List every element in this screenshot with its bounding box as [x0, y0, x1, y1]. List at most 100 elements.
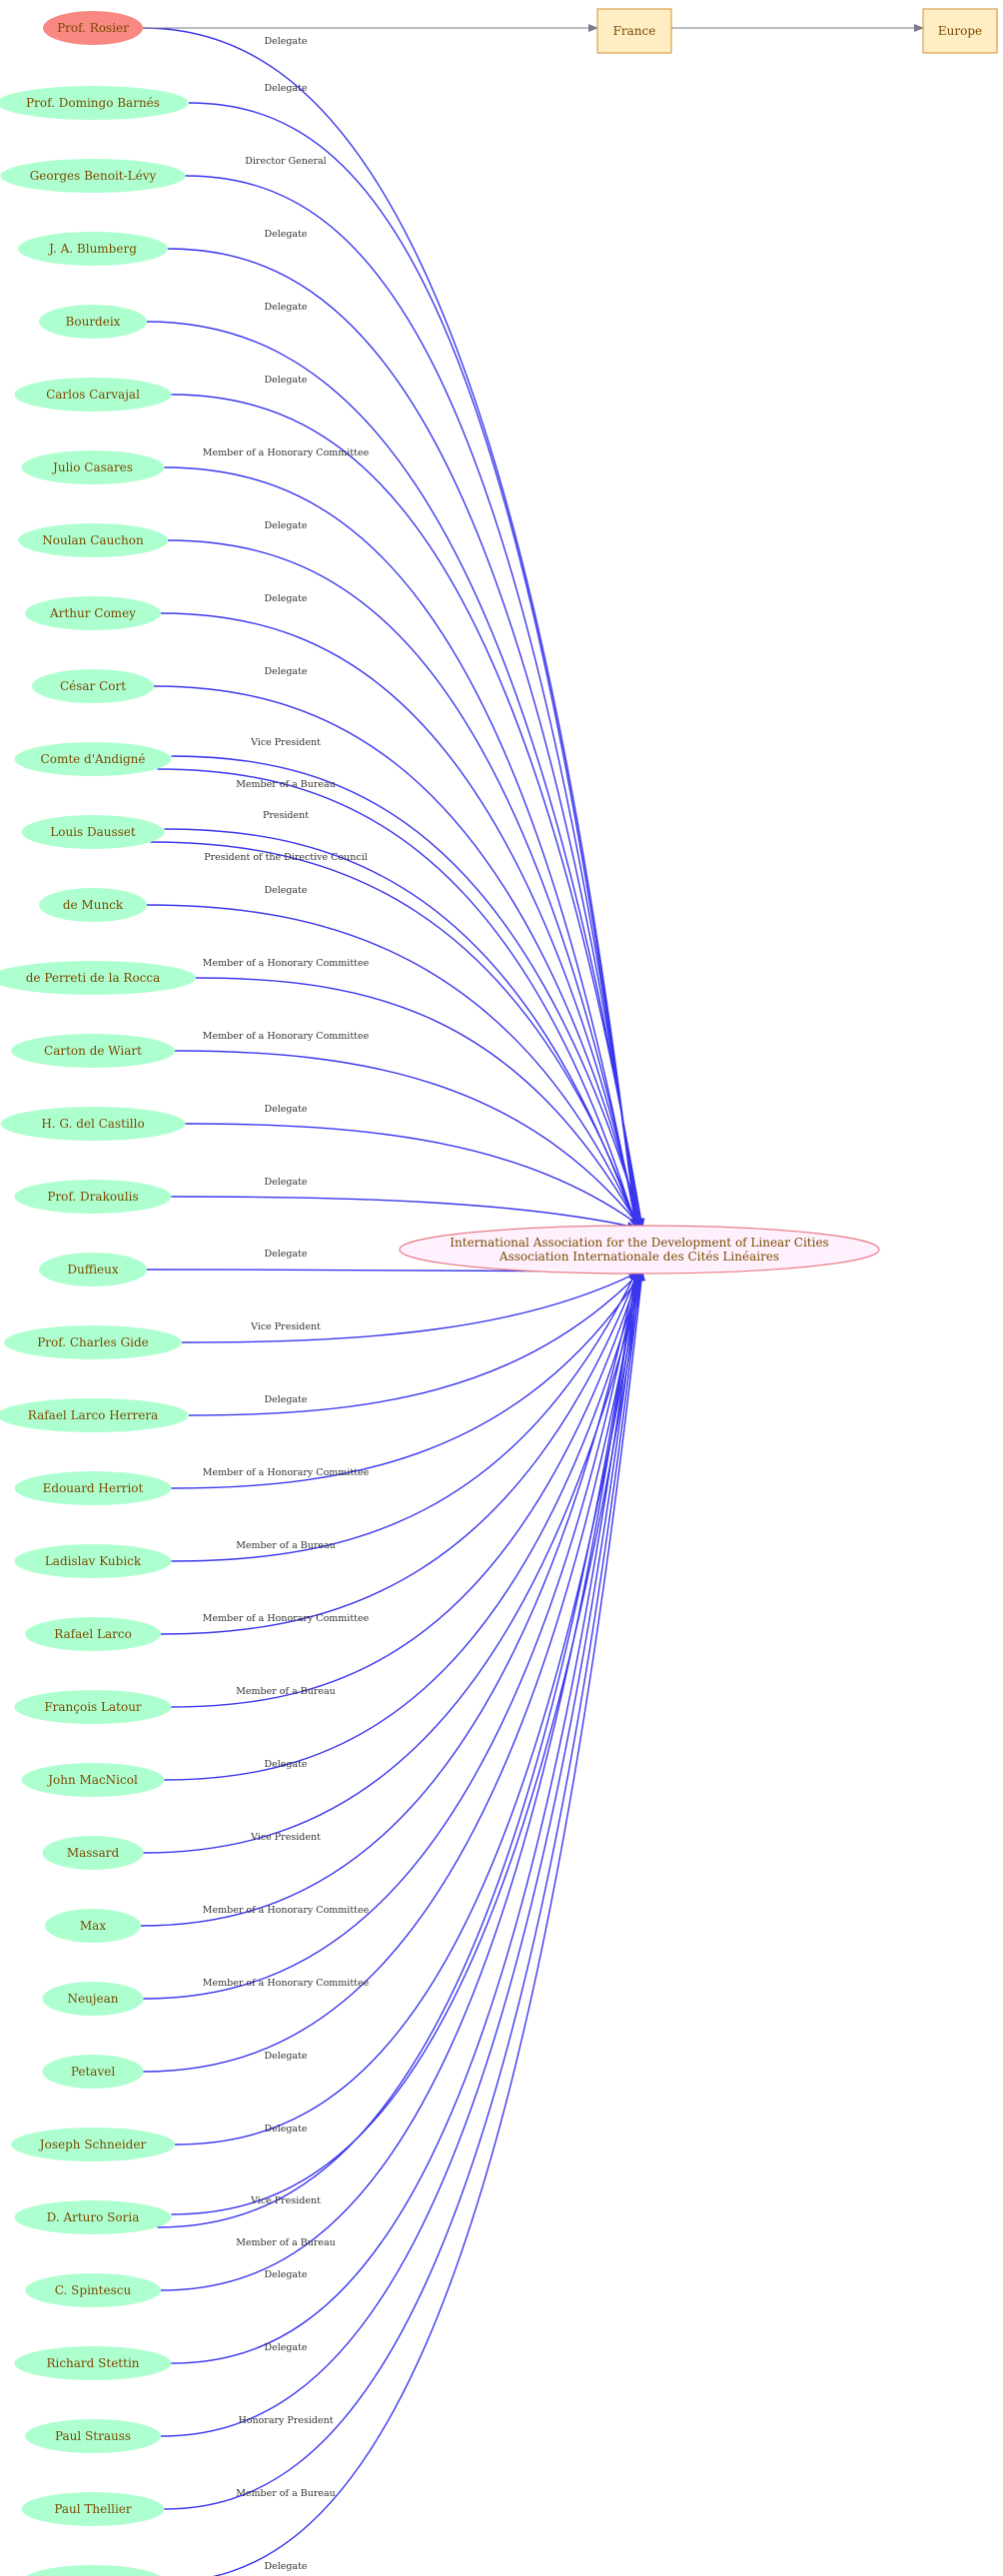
node-prof-domingo-barnes[interactable]: Prof. Domingo Barnés [0, 86, 189, 120]
edge-louis-dausset-0 [164, 828, 637, 1229]
node-d-arturo-soria[interactable]: D. Arturo Soria [14, 2200, 172, 2234]
node-carton-de-wiart-label: Carton de Wiart [44, 1044, 142, 1058]
edge-j-a-blumberg-0 [167, 248, 642, 1229]
edge-prof-drakoulis-0 [171, 1196, 637, 1230]
node-edouard-herriot[interactable]: Edouard Herriot [14, 1471, 172, 1505]
edge-label-bourdeix-0: Delegate [264, 302, 307, 313]
node-noulan-cauchon[interactable]: Noulan Cauchon [18, 523, 168, 557]
node-prof-charles-gide[interactable]: Prof. Charles Gide [4, 1325, 182, 1359]
node-massard-label: Massard [67, 1846, 120, 1860]
node-rafael-larco[interactable]: Rafael Larco [25, 1617, 161, 1651]
node-richard-stettin[interactable]: Richard Stettin [14, 2346, 172, 2380]
node-max[interactable]: Max [45, 1909, 141, 1943]
node-rafael-larco-herrera[interactable]: Rafael Larco Herrera [0, 1398, 189, 1432]
edge-label-de-munck-0: Delegate [264, 885, 307, 896]
node-h-g-del-castillo[interactable]: H. G. del Castillo [0, 1107, 186, 1141]
node-arthur-comey[interactable]: Arthur Comey [25, 596, 161, 630]
node-de-perreti-de-la-rocca-label: de Perreti de la Rocca [26, 971, 161, 985]
node-bourdeix[interactable]: Bourdeix [39, 305, 147, 339]
node-j-a-blumberg[interactable]: J. A. Blumberg [18, 232, 168, 266]
edge-prof-domingo-barnes-0 [188, 102, 639, 1229]
node-c-spintescu[interactable]: C. Spintescu [25, 2273, 161, 2307]
edge-label-rafael-larco-herrera-0: Delegate [264, 1394, 307, 1405]
node-sakol-varavan[interactable]: Sakol Varavan [22, 2565, 165, 2576]
node-rafael-larco-herrera-label: Rafael Larco Herrera [28, 1408, 158, 1422]
edge-arthur-comey-0 [160, 612, 641, 1229]
edge-carlos-carvajal-0 [171, 394, 645, 1229]
edge-label-paul-thellier-0: Member of a Bureau [236, 2488, 336, 2499]
edge-label-louis-dausset-0: President [263, 810, 309, 821]
node-prof-drakoulis[interactable]: Prof. Drakoulis [14, 1180, 172, 1214]
node-paul-thellier[interactable]: Paul Thellier [21, 2492, 165, 2526]
place-europe[interactable]: Europe [922, 8, 998, 54]
node-arthur-comey-label: Arthur Comey [49, 606, 136, 620]
edge-label-j-a-blumberg-0: Delegate [264, 229, 307, 240]
node-de-perreti-de-la-rocca[interactable]: de Perreti de la Rocca [0, 961, 196, 995]
edge-john-macnicol-0 [164, 1271, 642, 1781]
node-ladislav-kubick[interactable]: Ladislav Kubick [14, 1544, 172, 1578]
edge-c-spintescu-0 [160, 1271, 639, 2291]
node-neujean-label: Neujean [67, 1992, 118, 2006]
edge-label-noulan-cauchon-0: Delegate [264, 520, 307, 531]
place-europe-label: Europe [938, 24, 982, 38]
edges-layer [140, 24, 924, 2576]
edge-paul-strauss-0 [160, 1271, 642, 2437]
node-root-label: Prof. Rosier [57, 21, 129, 35]
edge-petavel-0 [143, 1271, 642, 2073]
node-duffieux[interactable]: Duffieux [39, 1253, 147, 1287]
node-d-arturo-soria-label: D. Arturo Soria [47, 2210, 140, 2224]
node-paul-strauss[interactable]: Paul Strauss [25, 2419, 161, 2453]
edge-d-arturo-soria-1 [157, 1271, 639, 2228]
node-de-munck[interactable]: de Munck [39, 888, 147, 922]
node-francois-latour[interactable]: François Latour [14, 1690, 172, 1724]
place-france[interactable]: France [596, 8, 672, 54]
edge-label-neujean-0: Member of a Honorary Committee [203, 1978, 370, 1989]
edge-massard-0 [143, 1271, 644, 1854]
node-joseph-schneider[interactable]: Joseph Schneider [11, 2128, 175, 2161]
node-bourdeix-label: Bourdeix [66, 315, 121, 329]
node-georges-benoit-levy[interactable]: Georges Benoit-Lévy [0, 159, 186, 193]
node-comte-d-andigne[interactable]: Comte d'Andigné [14, 742, 172, 776]
node-massard[interactable]: Massard [42, 1836, 144, 1870]
edge-louis-dausset-1 [150, 841, 639, 1229]
edge-label-c-spintescu-0: Delegate [264, 2269, 307, 2280]
node-duffieux-label: Duffieux [67, 1263, 119, 1277]
edge-max-0 [140, 1271, 639, 1927]
edge-de-munck-0 [146, 904, 639, 1229]
organization-node[interactable]: International Association for the Develo… [399, 1225, 880, 1275]
edge-noulan-cauchon-0 [167, 539, 640, 1229]
node-cesar-cort[interactable]: César Cort [32, 669, 154, 703]
node-edouard-herriot-label: Edouard Herriot [43, 1481, 144, 1495]
node-louis-dausset[interactable]: Louis Dausset [21, 815, 165, 849]
edge-label-root: Delegate [264, 36, 307, 47]
edge-sakol-varavan-0 [212, 1271, 646, 2576]
edge-label-prof-drakoulis-0: Delegate [264, 1177, 307, 1188]
node-de-munck-label: de Munck [63, 898, 124, 912]
node-john-macnicol[interactable]: John MacNicol [21, 1763, 165, 1797]
node-francois-latour-label: François Latour [44, 1700, 142, 1714]
node-joseph-schneider-label: Joseph Schneider [38, 2138, 147, 2151]
edge-label-max-0: Member of a Honorary Committee [203, 1905, 370, 1916]
node-petavel[interactable]: Petavel [42, 2055, 144, 2089]
edge-label-cesar-cort-0: Delegate [264, 666, 307, 677]
node-prof-domingo-barnes-label: Prof. Domingo Barnés [26, 96, 160, 110]
edge-label-john-macnicol-0: Delegate [264, 1759, 307, 1770]
node-julio-casares[interactable]: Julio Casares [21, 450, 165, 484]
edge-julio-casares-0 [164, 466, 639, 1229]
node-carlos-carvajal-label: Carlos Carvajal [46, 388, 140, 402]
node-carton-de-wiart[interactable]: Carton de Wiart [11, 1034, 175, 1068]
edge-root-0 [142, 27, 639, 1229]
node-georges-benoit-levy-label: Georges Benoit-Lévy [30, 169, 157, 183]
edge-ladislav-kubick-0 [171, 1271, 637, 1562]
node-carlos-carvajal[interactable]: Carlos Carvajal [14, 378, 172, 412]
edge-label-francois-latour-0: Member of a Bureau [236, 1686, 336, 1697]
edge-label-paul-strauss-0: Honorary President [238, 2415, 333, 2426]
edge-label-comte-d-andigne-0: Vice President [250, 737, 321, 748]
edge-label-rafael-larco-0: Member of a Honorary Committee [203, 1613, 370, 1624]
node-neujean[interactable]: Neujean [42, 1982, 144, 2016]
edge-label-massard-0: Vice President [250, 1832, 321, 1843]
node-root[interactable]: Prof. Rosier [43, 11, 143, 45]
edge-rafael-larco-0 [160, 1271, 639, 1635]
